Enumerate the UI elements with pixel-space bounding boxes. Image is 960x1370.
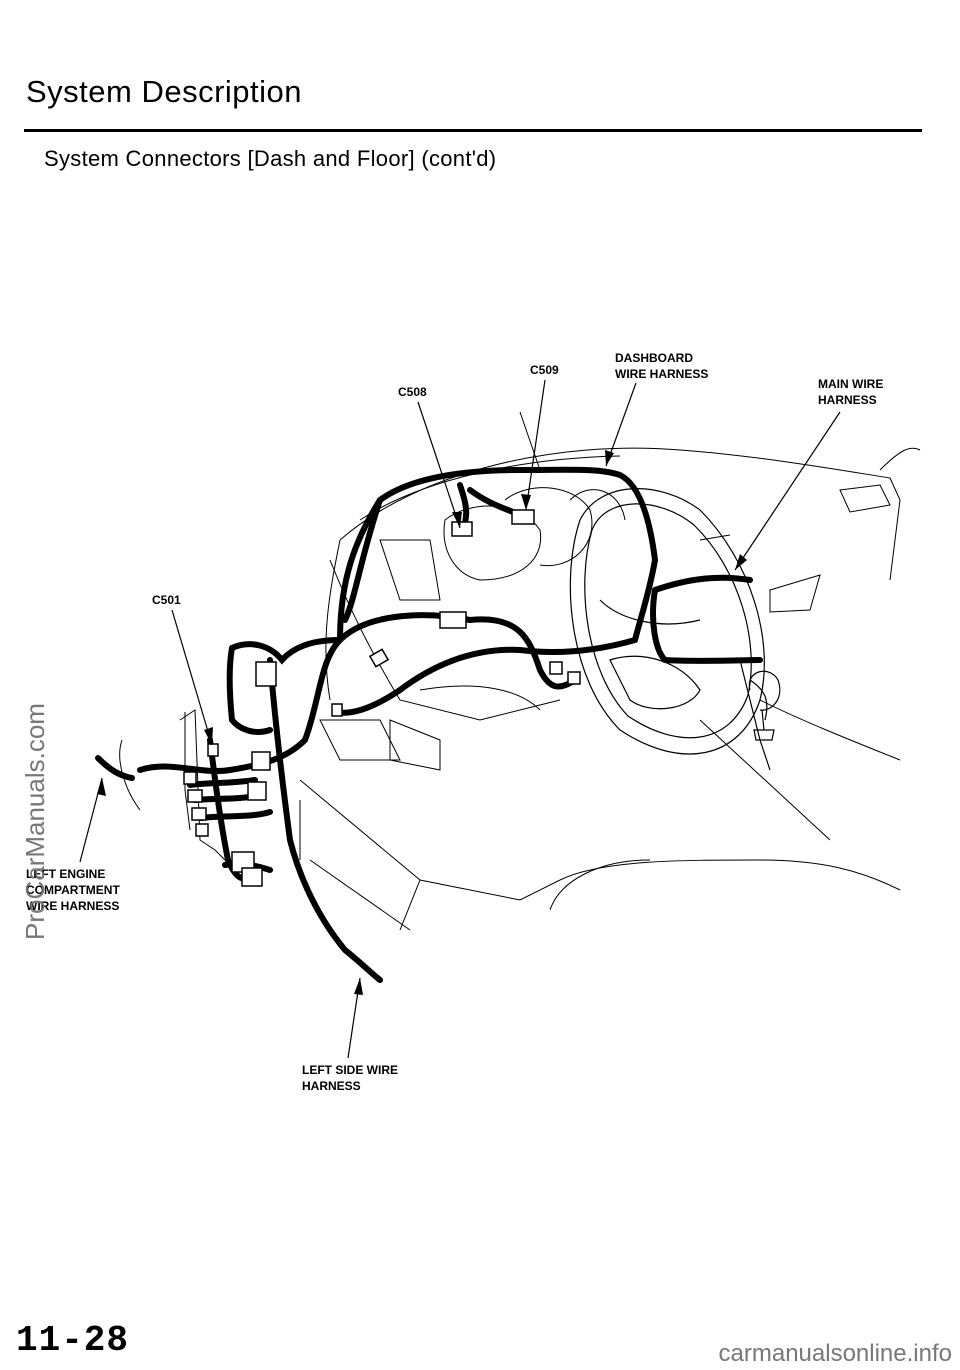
watermark: ProCarManuals.com bbox=[20, 703, 50, 940]
label-left-side-line2: HARNESS bbox=[302, 1079, 361, 1093]
label-c508: C508 bbox=[398, 385, 427, 399]
label-main-line1: MAIN WIRE bbox=[818, 377, 883, 391]
label-c501: C501 bbox=[152, 593, 181, 607]
section-subtitle: System Connectors [Dash and Floor] (cont… bbox=[44, 146, 497, 171]
leader-arrows bbox=[97, 450, 747, 995]
label-left-engine-line1: LEFT ENGINE bbox=[26, 867, 105, 881]
label-dashboard-line2: WIRE HARNESS bbox=[615, 367, 708, 381]
footer-url: carmanualsonline.info bbox=[718, 1340, 952, 1367]
page-title: System Description bbox=[26, 74, 303, 109]
label-dashboard-line1: DASHBOARD bbox=[615, 351, 693, 365]
fuse-panel bbox=[119, 709, 241, 881]
shift-lever bbox=[748, 670, 781, 741]
leader-lines bbox=[79, 379, 841, 1059]
label-left-engine-line2: COMPARTMENT bbox=[26, 883, 120, 897]
connectors bbox=[183, 509, 581, 887]
label-left-side-line1: LEFT SIDE WIRE bbox=[302, 1063, 398, 1077]
label-left-engine-line3: WIRE HARNESS bbox=[26, 899, 119, 913]
title-divider bbox=[24, 129, 922, 132]
steering-wheel bbox=[569, 488, 771, 771]
label-c509: C509 bbox=[530, 363, 559, 377]
label-main-line2: HARNESS bbox=[818, 393, 877, 407]
harness-wires bbox=[95, 466, 763, 983]
page-number: 11-28 bbox=[16, 1320, 130, 1361]
